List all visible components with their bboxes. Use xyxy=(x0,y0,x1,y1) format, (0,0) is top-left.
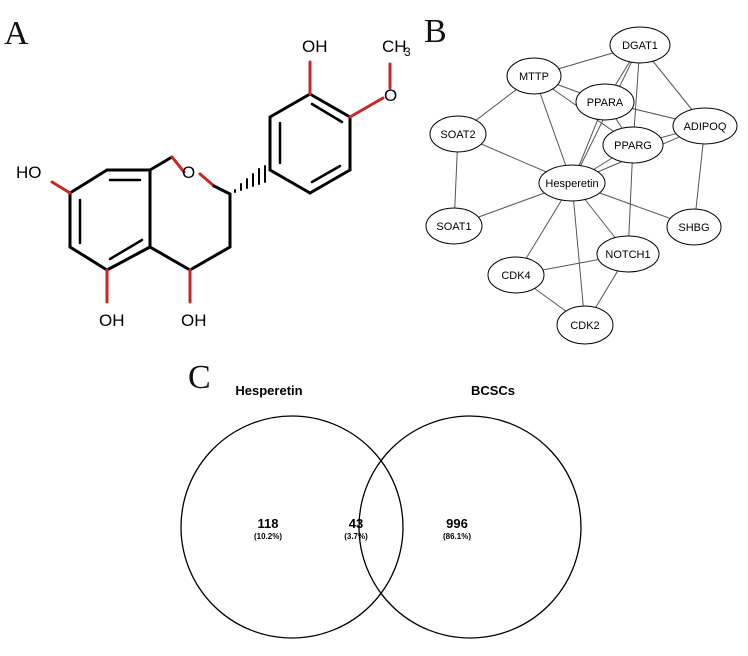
bond xyxy=(212,184,232,196)
node-label: PPARG xyxy=(614,140,652,152)
node-shbg: SHBG xyxy=(666,208,722,246)
node-label: SOAT1 xyxy=(436,221,471,233)
aromatic-bond xyxy=(108,238,144,261)
methoxy-oxygen-label: O xyxy=(384,86,397,105)
node-label: CDK4 xyxy=(501,270,530,282)
node-ellipse xyxy=(575,83,635,121)
node-ellipse xyxy=(666,208,722,246)
node-adipoq: ADIPOQ xyxy=(672,107,738,145)
bond xyxy=(268,92,312,119)
ring-oxygen-label: O xyxy=(182,163,195,182)
bond-to-oxygen xyxy=(348,96,385,119)
node-label: MTTP xyxy=(519,71,549,83)
venn-pct-intersection: (3.7%) xyxy=(344,532,368,541)
node-cdk2: CDK2 xyxy=(556,305,614,345)
node-label: NOTCH1 xyxy=(605,249,650,261)
venn-pct-right: (86.1%) xyxy=(443,532,471,541)
aromatic-bond xyxy=(310,164,342,184)
node-ellipse xyxy=(425,207,483,245)
hydroxyl-label: OH xyxy=(99,311,125,330)
hesperetin-structure xyxy=(50,60,392,304)
venn-title-hesperetin: Hesperetin xyxy=(235,383,302,398)
node-notch1: NOTCH1 xyxy=(596,235,660,273)
node-ellipse xyxy=(602,126,664,164)
node-ellipse xyxy=(672,107,738,145)
hydroxyl-label: OH xyxy=(302,37,328,56)
panel-label-a: A xyxy=(4,15,29,52)
node-label: DGAT1 xyxy=(622,40,658,52)
node-ellipse xyxy=(556,305,614,345)
bond-to-oxygen xyxy=(170,155,186,174)
bond xyxy=(308,168,352,195)
node-pparg: PPARG xyxy=(602,126,664,164)
bond xyxy=(308,92,352,119)
stereo-hash-bond xyxy=(234,165,266,193)
node-label: CDK2 xyxy=(570,320,599,332)
bond xyxy=(105,245,152,272)
node-soat2: SOAT2 xyxy=(429,115,487,153)
hydroxyl-label: HO xyxy=(16,163,42,182)
venn-diagram: Hesperetin BCSCs 118 (10.2%) 43 (3.7%) 9… xyxy=(180,383,582,639)
methyl-label: CH xyxy=(382,37,407,56)
venn-count-left: 118 xyxy=(258,516,279,531)
node-hesperetin: Hesperetin xyxy=(538,164,606,202)
venn-title-bcscs: BCSCs xyxy=(471,383,515,398)
bond xyxy=(68,245,109,272)
node-label: Hesperetin xyxy=(545,178,598,190)
node-ellipse xyxy=(506,57,562,95)
methyl-subscript: 3 xyxy=(404,45,411,59)
node-ellipse xyxy=(538,164,606,202)
node-ellipse xyxy=(429,115,487,153)
node-label: PPARA xyxy=(587,97,624,109)
venn-count-intersection: 43 xyxy=(349,516,363,531)
bond xyxy=(268,168,312,195)
venn-pct-left: (10.2%) xyxy=(254,532,282,541)
bond xyxy=(188,245,232,272)
venn-circle-bcscs xyxy=(358,415,582,639)
node-label: SOAT2 xyxy=(440,129,475,141)
hydroxyl-label: OH xyxy=(181,311,207,330)
node-label: SHBG xyxy=(678,222,709,234)
bond xyxy=(148,155,174,172)
venn-count-right: 996 xyxy=(446,516,468,531)
edge-hesperetin-cdk2 xyxy=(571,182,586,326)
node-cdk4: CDK4 xyxy=(487,256,545,294)
bond-to-oxygen xyxy=(198,172,216,188)
node-dgat1: DGAT1 xyxy=(609,26,671,64)
node-label: ADIPOQ xyxy=(684,121,727,133)
node-soat1: SOAT1 xyxy=(425,207,483,245)
node-ppara: PPARA xyxy=(575,83,635,121)
panel-label-b: B xyxy=(424,13,447,50)
node-ellipse xyxy=(609,26,671,64)
bond-to-oxygen xyxy=(50,180,72,195)
venn-circle-hesperetin xyxy=(180,415,404,639)
node-ellipse xyxy=(487,256,545,294)
node-ellipse xyxy=(596,235,660,273)
panel-label-c: C xyxy=(188,359,211,396)
node-mttp: MTTP xyxy=(506,57,562,95)
aromatic-bond xyxy=(310,102,344,124)
bond xyxy=(148,245,192,272)
bond xyxy=(68,168,109,195)
